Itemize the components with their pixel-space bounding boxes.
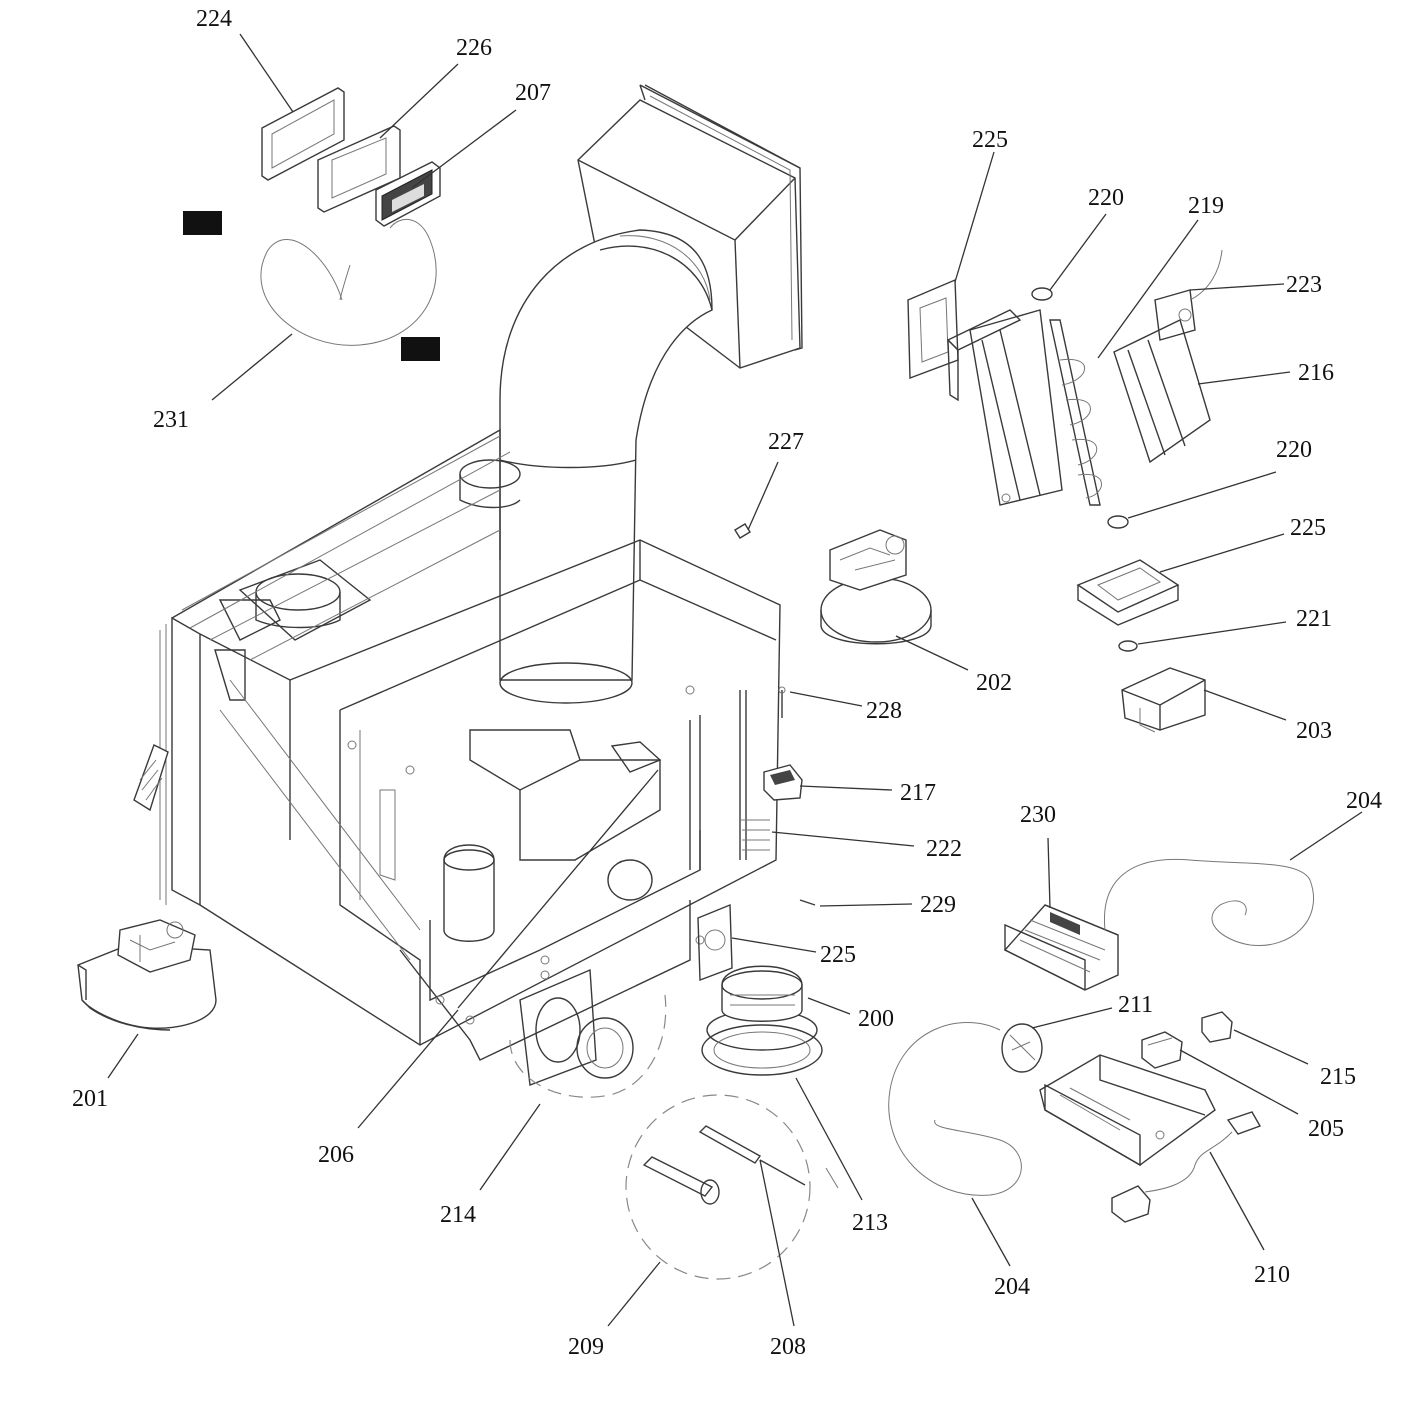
black-label-box: [183, 211, 222, 235]
callout-201: 201: [72, 1086, 108, 1112]
bushing-221: [1118, 640, 1138, 652]
motor-203: [1121, 667, 1206, 733]
callout-207: 207: [515, 80, 551, 106]
burner-200: [706, 965, 818, 1051]
callout-225: 225: [972, 127, 1008, 153]
callout-227: 227: [768, 429, 804, 455]
callout-210: 210: [1254, 1262, 1290, 1288]
fan-201: [77, 919, 217, 1031]
callout-206: 206: [318, 1142, 354, 1168]
cover-216: [1113, 249, 1223, 464]
kit-circle-209: [625, 1094, 839, 1280]
callout-208: 208: [770, 1334, 806, 1360]
black-label-box: [401, 337, 440, 361]
callout-224: 224: [196, 6, 232, 32]
gasket-225-top: [907, 278, 959, 380]
callout-202: 202: [976, 670, 1012, 696]
pin-228: [778, 686, 786, 718]
callout-228: 228: [866, 698, 902, 724]
callout-226: 226: [456, 35, 492, 61]
gasket-213: [701, 1024, 823, 1076]
callout-213: 213: [852, 1210, 888, 1236]
callout-215: 215: [1320, 1064, 1356, 1090]
callout-221: 221: [1296, 606, 1332, 632]
callout-216: 216: [1298, 360, 1334, 386]
callout-203: 203: [1296, 718, 1332, 744]
callout-209: 209: [568, 1334, 604, 1360]
callout-230: 230: [1020, 802, 1056, 828]
callout-220: 220: [1276, 437, 1312, 463]
callout-204: 204: [1346, 788, 1382, 814]
cable-204-bottom: [888, 1022, 1022, 1196]
auger-screw-219: [1049, 319, 1102, 506]
bushing-220-top: [1031, 287, 1053, 301]
bushing-220-bottom: [1107, 515, 1129, 529]
clip-227: [734, 523, 751, 539]
callout-labels: 224 226 207 231 225 220 219 223 216 220 …: [72, 6, 1382, 1360]
callout-229: 229: [920, 892, 956, 918]
handle: [133, 744, 169, 812]
callout-204: 204: [994, 1274, 1030, 1300]
bracket-box: [1039, 1054, 1216, 1167]
flange-214: [509, 968, 667, 1098]
cable-204-top: [1103, 858, 1315, 947]
switch-217: [763, 764, 803, 801]
screw-229: [799, 899, 816, 906]
power-cord-210: [1111, 1111, 1262, 1223]
callout-225: 225: [1290, 515, 1326, 541]
callout-220: 220: [1088, 185, 1124, 211]
callout-223: 223: [1286, 272, 1322, 298]
gasket-225-bottom: [697, 903, 733, 981]
leader-lines: [107, 33, 1363, 1327]
callout-231: 231: [153, 407, 189, 433]
callout-222: 222: [926, 836, 962, 862]
callout-225: 225: [820, 942, 856, 968]
callout-211: 211: [1118, 992, 1153, 1018]
hose-231: [260, 218, 437, 346]
probe-211: [1001, 1023, 1043, 1073]
callout-200: 200: [858, 1006, 894, 1032]
stove-body: [159, 428, 781, 1061]
bracket-222: [740, 819, 770, 851]
flue-elbow: [499, 229, 713, 704]
callout-214: 214: [440, 1202, 476, 1228]
callout-219: 219: [1188, 193, 1224, 219]
gasket-224: [261, 87, 345, 181]
switch-205: [1141, 1031, 1183, 1069]
callout-217: 217: [900, 780, 936, 806]
controller-230: [1003, 904, 1119, 991]
fuse-215: [1201, 1011, 1233, 1043]
motor-plate-225: [1076, 559, 1180, 626]
fan-202: [820, 529, 932, 645]
callout-205: 205: [1308, 1116, 1344, 1142]
auger-housing: [946, 309, 1063, 506]
